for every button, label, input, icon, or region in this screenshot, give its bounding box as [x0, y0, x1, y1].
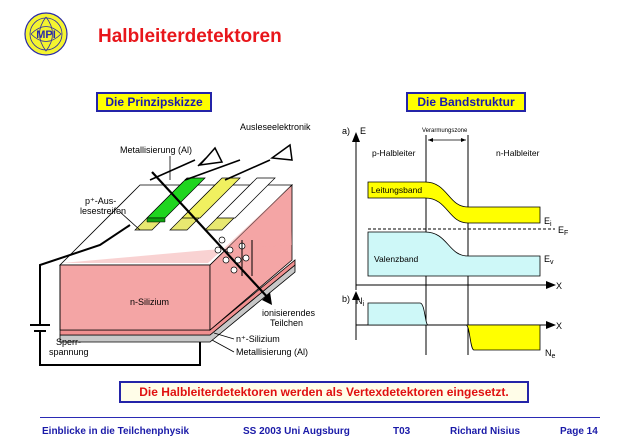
svg-text:Ni: Ni [356, 296, 365, 308]
label-n-silizium: n-Silizium [130, 297, 169, 307]
label-n-plus-silizium: n⁺-Silizium [236, 334, 280, 344]
svg-text:Ne: Ne [545, 348, 556, 360]
valence-band [367, 231, 541, 277]
label-n-halbleiter: n-Halbleiter [496, 148, 540, 158]
label-X2: X [556, 321, 562, 331]
donor-density [465, 324, 541, 351]
label-sperr-2: spannung [49, 347, 89, 357]
label-X1: X [556, 281, 562, 291]
acceptor-density [367, 302, 429, 326]
label-Ne-sub: e [552, 353, 556, 360]
label-metallisierung-bottom: Metallisierung (Al) [236, 347, 308, 357]
svg-text:EF: EF [558, 225, 568, 237]
label-b: b) [342, 294, 350, 304]
heading-prinzipskizze: Die Prinzipskizze [96, 92, 212, 112]
label-p-streifen-2: lesestreifen [80, 206, 126, 216]
label-Ei-sub: i [550, 221, 552, 228]
page-title: Halbleiterdetektoren [98, 26, 282, 47]
detector-sketch: Ausleseelektronik Metallisierung (Al) p⁺… [30, 122, 316, 366]
logo-text: MPI [36, 29, 56, 41]
footer-divider [40, 417, 600, 418]
footer-author: Richard Nisius [450, 426, 521, 437]
conduction-band [367, 181, 541, 224]
readout-strips [134, 177, 276, 231]
label-Ni: N [356, 296, 363, 306]
amplifier-icon [269, 143, 293, 161]
label-Ne: N [545, 348, 552, 358]
footer-page: Page 14 [560, 426, 598, 437]
heading-bandstruktur: Die Bandstruktur [406, 92, 526, 112]
charge-carriers [214, 236, 250, 274]
silicon-interior [62, 187, 292, 263]
label-Ev: E [544, 254, 550, 264]
svg-text:Ev: Ev [544, 254, 554, 266]
label-metallisierung-top: Metallisierung (Al) [120, 145, 192, 155]
label-leitungsband: Leitungsband [371, 185, 422, 195]
label-p-streifen-1: p⁺-Aus- [85, 196, 116, 206]
label-a: a) [342, 126, 350, 136]
label-EF-sub: F [564, 230, 568, 237]
particle-track [151, 171, 271, 301]
label-sperr-1: Sperr- [56, 337, 81, 347]
label-ausleseelektronik: Ausleseelektronik [240, 122, 311, 132]
label-E: E [360, 126, 366, 136]
bias-wire [39, 224, 131, 325]
band-structure-diagram: a) E Verarmungszone p-Halbleiter n-Halbl… [342, 126, 568, 360]
label-Ni-sub: i [363, 301, 365, 308]
label-verarmungszone: Verarmungszone [422, 128, 468, 134]
svg-text:Ei: Ei [544, 216, 552, 228]
footer-course: Einblicke in die Teilchenphysik [42, 426, 190, 437]
amplifier-icon [198, 146, 224, 167]
mpi-logo: MPI [24, 12, 68, 56]
summary-box: Die Halbleiterdetektoren werden als Vert… [119, 381, 529, 403]
label-ionisierend-1: ionisierendes [262, 308, 316, 318]
label-valenzband: Valenzband [374, 254, 419, 264]
label-ionisierend-2: Teilchen [270, 318, 303, 328]
label-Ei: E [544, 216, 550, 226]
footer-semester: SS 2003 Uni Augsburg [243, 426, 350, 437]
label-EF: E [558, 225, 564, 235]
label-Ev-sub: v [550, 259, 554, 266]
label-p-halbleiter: p-Halbleiter [372, 148, 416, 158]
footer-code: T03 [393, 426, 411, 437]
